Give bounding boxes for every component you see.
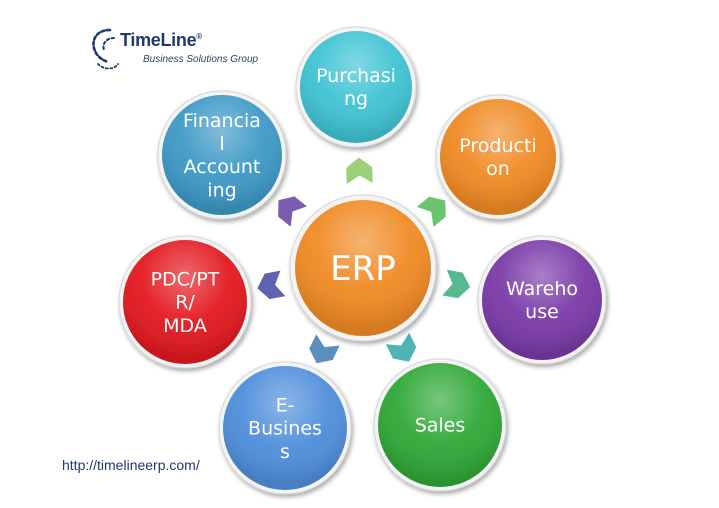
erp-center-label: ERP (330, 249, 396, 289)
module-label-financial-accounting: Financia (183, 110, 261, 132)
module-label-purchasing: ng (344, 88, 368, 110)
logo-title: TimeLine® (120, 30, 202, 50)
module-label-pdc-ptr-mda: MDA (163, 315, 207, 337)
module-label-warehouse: use (525, 301, 559, 323)
module-label-sales: Sales (415, 415, 466, 437)
module-label-e-business: E- (276, 395, 295, 417)
timeline-swirl-icon (92, 28, 119, 70)
arrow-production (416, 196, 446, 227)
erp-center-node: ERP (289, 194, 437, 342)
module-pdc-ptr-mda (118, 235, 252, 369)
arrow-purchasing (346, 157, 373, 184)
arrow-financial-accounting (278, 196, 307, 227)
arrow-warehouse (442, 269, 471, 299)
arrow-pdc-ptr-mda (257, 270, 286, 300)
module-sales (373, 358, 507, 492)
module-label-financial-accounting: ing (207, 179, 236, 201)
module-label-warehouse: Wareho (506, 278, 578, 300)
module-label-pdc-ptr-mda: R/ (175, 292, 195, 314)
module-label-purchasing: Purchasi (316, 65, 396, 87)
arrow-e-business (309, 334, 340, 364)
module-financial-accounting (157, 90, 287, 220)
logo-subtitle: Business Solutions Group (143, 54, 259, 65)
module-label-production: Producti (459, 135, 536, 157)
module-production (435, 94, 561, 220)
module-purchasing (295, 26, 417, 148)
module-e-business (218, 361, 352, 495)
module-label-e-business: Busines (248, 418, 322, 440)
website-url[interactable]: http://timelineerp.com/ (62, 457, 200, 473)
arrow-sales (385, 332, 417, 362)
module-label-production: on (486, 158, 510, 180)
module-label-financial-accounting: l (219, 133, 224, 155)
module-warehouse (477, 235, 607, 365)
erp-center-circle (289, 194, 437, 342)
module-label-e-business: s (280, 441, 290, 463)
module-label-pdc-ptr-mda: PDC/PT (151, 269, 220, 291)
timeline-logo: TimeLine® Business Solutions Group (88, 24, 263, 74)
module-label-financial-accounting: Account (184, 156, 261, 178)
